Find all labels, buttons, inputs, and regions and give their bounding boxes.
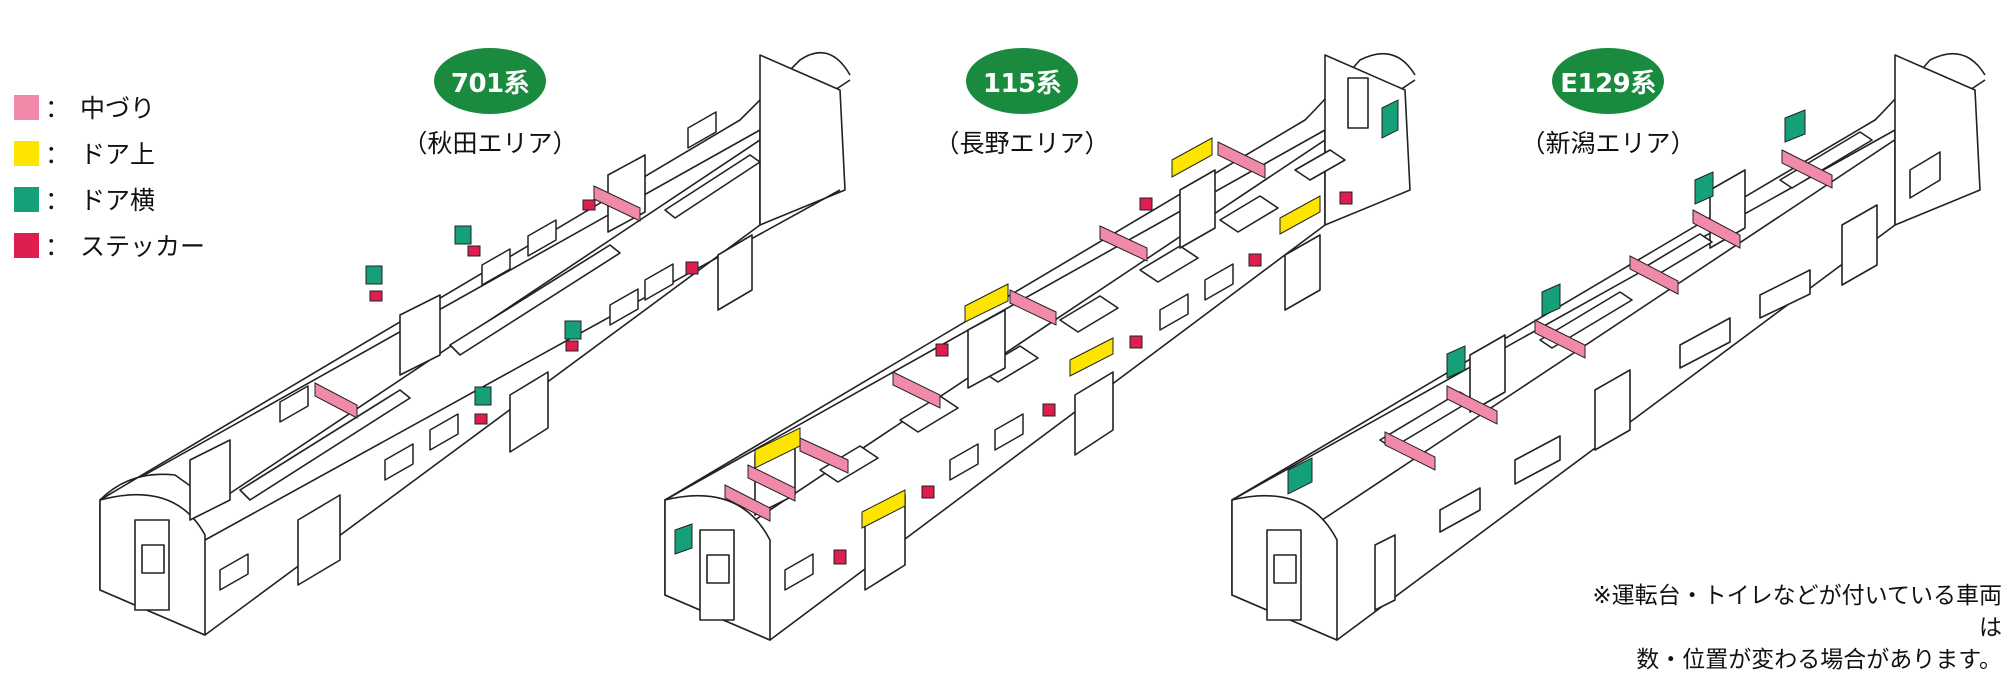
- car-115: [664, 52, 1416, 641]
- legend-separator: ：: [45, 186, 71, 215]
- series-badge-701: 701系: [434, 48, 546, 114]
- legend-separator: ：: [45, 140, 71, 169]
- legend-separator: ：: [45, 232, 71, 261]
- legend-swatch-pink: [14, 94, 39, 120]
- legend-item-sticker: ： ステッカー: [14, 222, 205, 268]
- car-701: [99, 51, 851, 636]
- series-badge-e129: E129系: [1552, 48, 1664, 114]
- legend-swatch-red: [14, 232, 39, 258]
- car-e129-ads: [1287, 109, 1833, 495]
- legend-label: 中づり: [80, 94, 156, 123]
- legend-label: ステッカー: [80, 232, 206, 261]
- legend-item-above-door: ： ドア上: [14, 130, 205, 176]
- legend-separator: ：: [45, 94, 71, 123]
- area-label-akita: （秋田エリア）: [402, 129, 578, 158]
- legend-swatch-green: [14, 186, 39, 212]
- footnote: ※運転台・トイレなどが付いている車両は 数・位置が変わる場合があります。: [1572, 580, 2002, 676]
- car-115-ads: [674, 99, 1399, 565]
- legend: ： 中づり ： ドア上 ： ドア横 ： ステッカー: [14, 84, 205, 268]
- footnote-line-1: ※運転台・トイレなどが付いている車両は: [1592, 583, 2002, 641]
- area-label-niigata: （新潟エリア）: [1520, 129, 1696, 158]
- legend-item-beside-door: ： ドア横: [14, 176, 205, 222]
- area-label-nagano: （長野エリア）: [934, 129, 1110, 158]
- car-701-ads: [314, 185, 699, 425]
- legend-swatch-yellow: [14, 140, 39, 166]
- legend-item-hanging-ad: ： 中づり: [14, 84, 205, 130]
- legend-label: ドア上: [80, 140, 156, 169]
- series-badge-115: 115系: [966, 48, 1078, 114]
- legend-label: ドア横: [80, 186, 156, 215]
- footnote-line-2: 数・位置が変わる場合があります。: [1636, 647, 2002, 673]
